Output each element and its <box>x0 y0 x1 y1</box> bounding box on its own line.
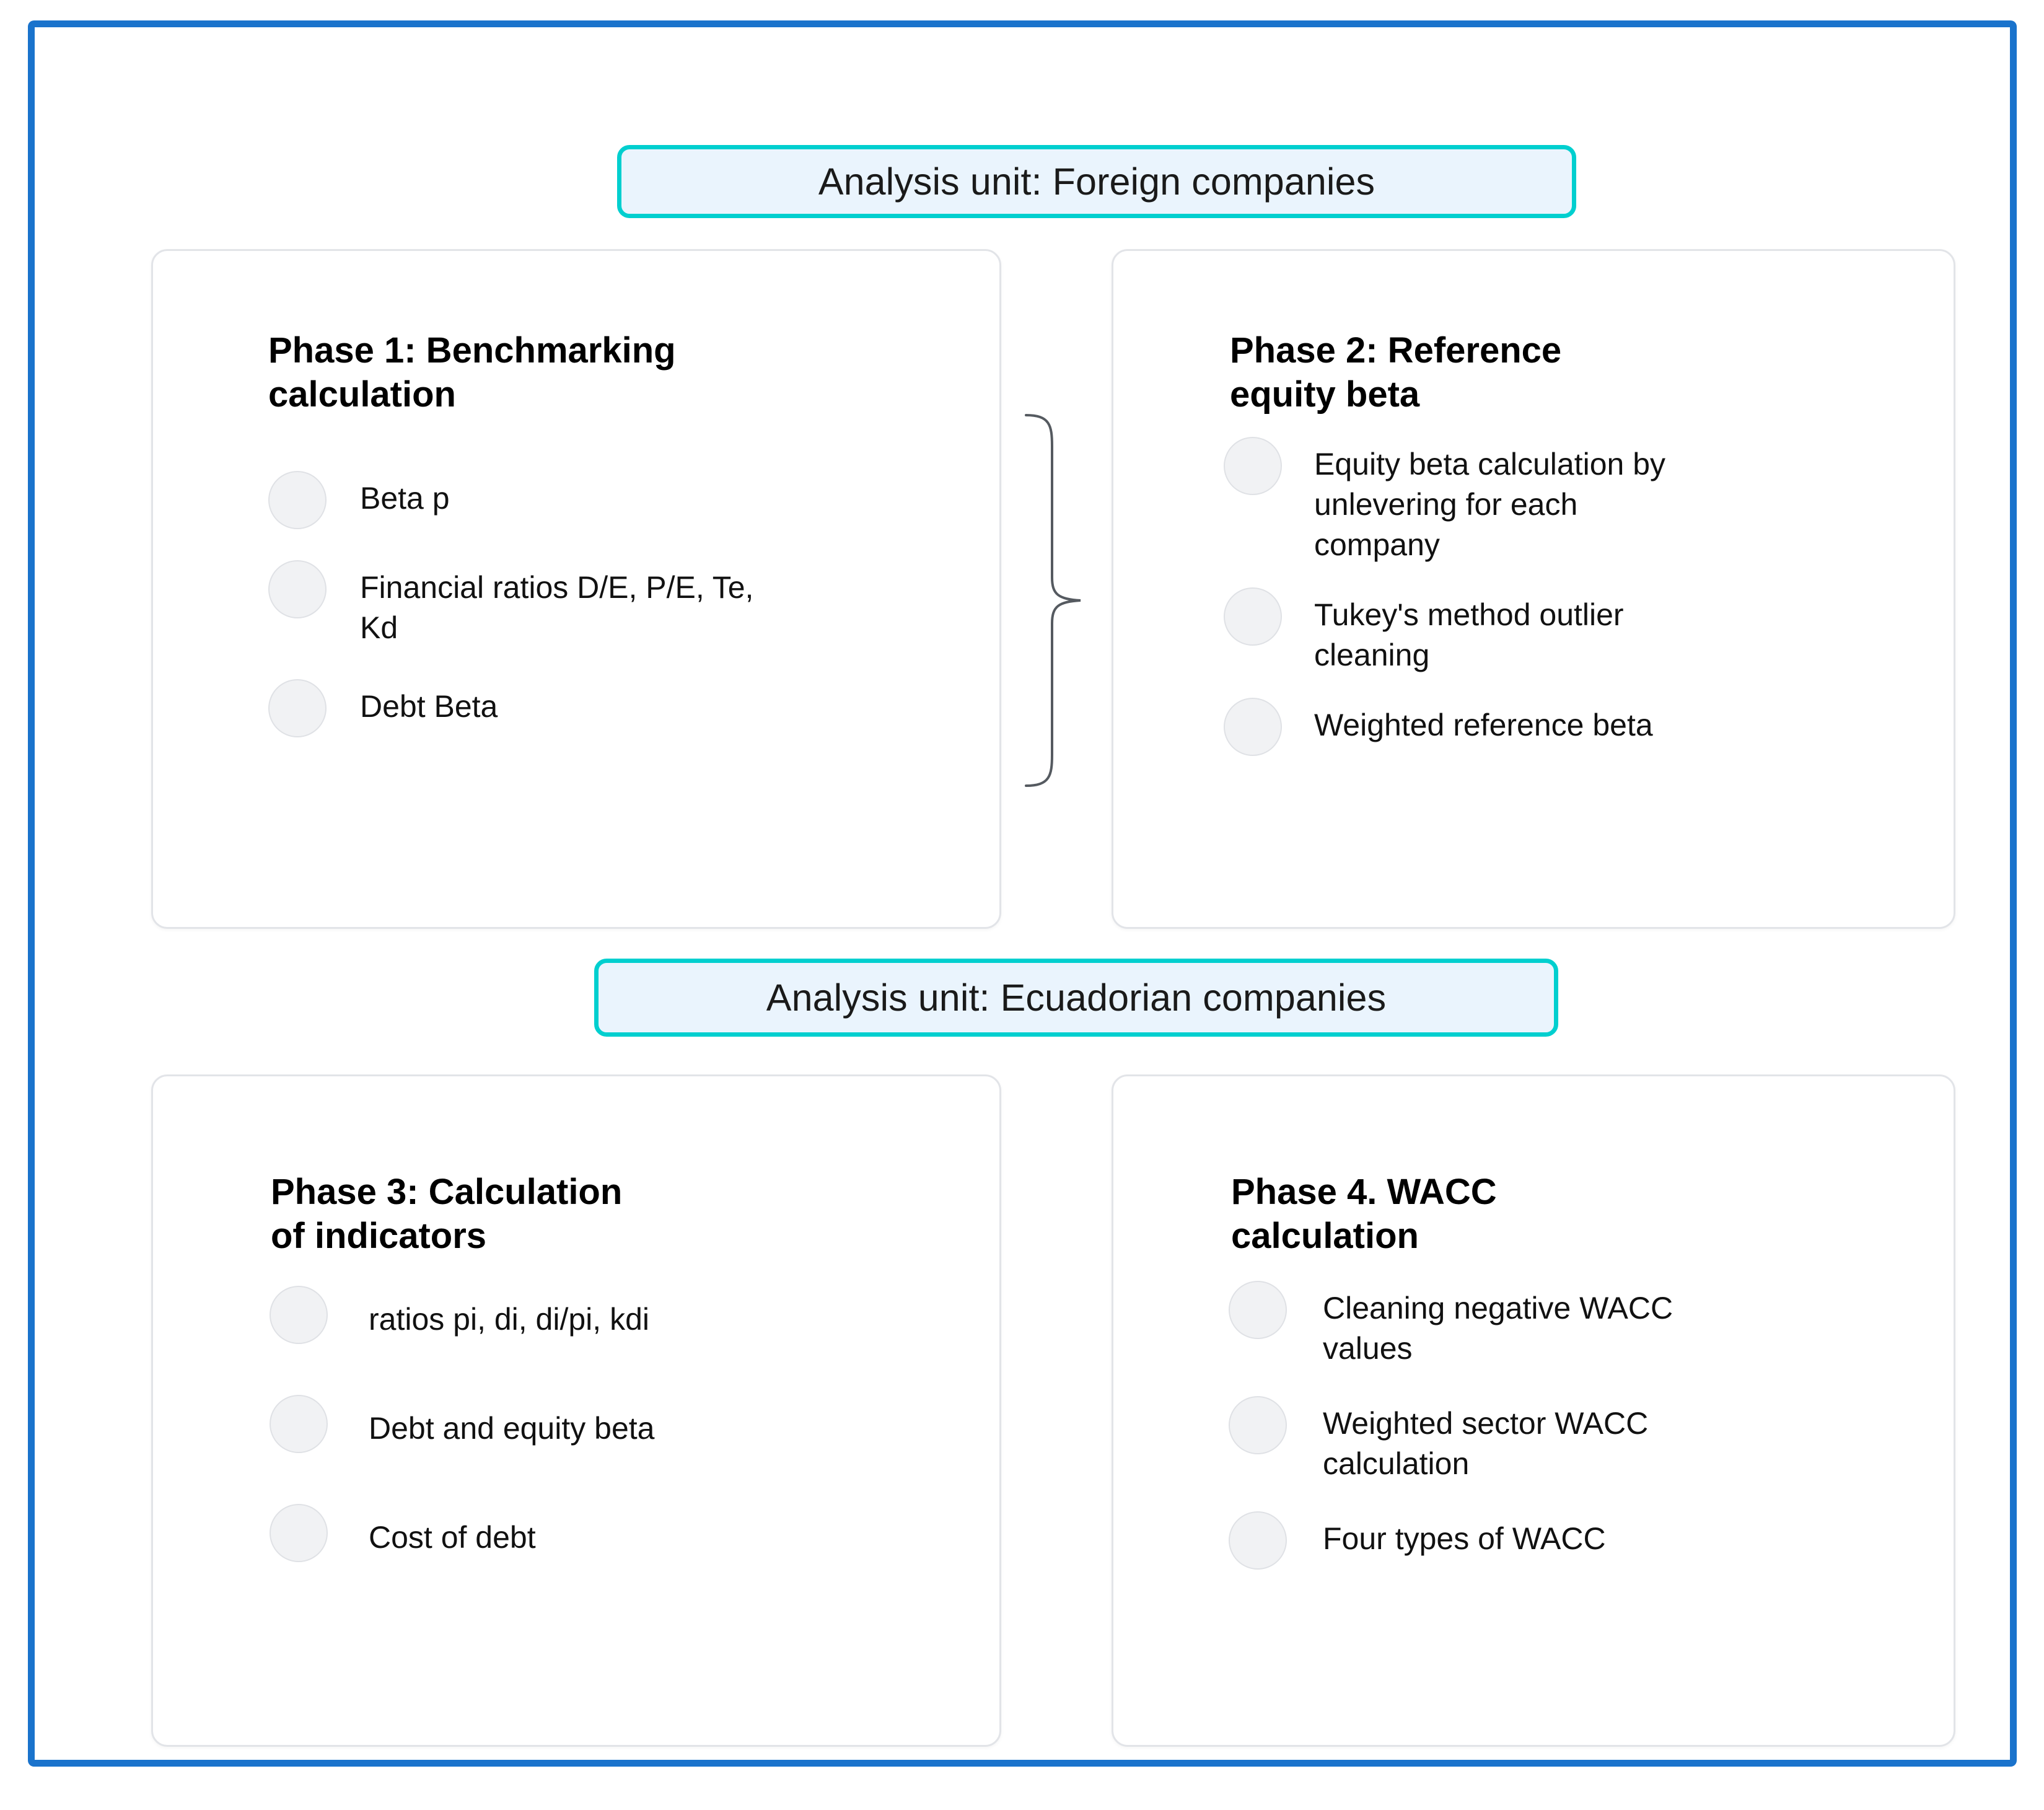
phase-card-phase4-title: Phase 4. WACC calculation <box>1231 1172 1497 1256</box>
list-item: Weighted reference beta <box>1224 698 1862 756</box>
phase-card-phase2-title: Phase 2: Reference equity beta <box>1230 330 1562 415</box>
list-item: Financial ratios D/E, P/E, Te, Kd <box>268 560 931 648</box>
list-item: Weighted sector WACC calculation <box>1229 1396 1867 1484</box>
list-item: ratios pi, di, di/pi, kdi <box>270 1286 932 1344</box>
bullet-circle-icon <box>1229 1511 1287 1570</box>
bullet-circle-icon <box>270 1395 328 1453</box>
list-item: Cleaning negative WACC values <box>1229 1281 1867 1369</box>
phase-card-phase2-item-list: Equity beta calculation by unlevering fo… <box>1224 437 1862 778</box>
list-item-label: Debt Beta <box>360 689 498 724</box>
phase-card-phase3-item-list: ratios pi, di, di/pi, kdi Debt and equit… <box>270 1286 932 1613</box>
list-item: Cost of debt <box>270 1504 932 1562</box>
bullet-circle-icon <box>1224 698 1282 756</box>
phase-card-phase2: Phase 2: Reference equity beta Equity be… <box>1112 249 1955 929</box>
list-item: Tukey's method outlier cleaning <box>1224 587 1862 675</box>
phase-card-phase1-title: Phase 1: Benchmarking calculation <box>268 330 676 415</box>
bullet-circle-icon <box>1224 587 1282 646</box>
phase-card-phase4: Phase 4. WACC calculation Cleaning negat… <box>1112 1074 1955 1747</box>
list-item-label: Four types of WACC <box>1323 1521 1606 1556</box>
bullet-circle-icon <box>268 679 327 737</box>
list-item-label: Weighted reference beta <box>1314 708 1653 742</box>
list-item-label: Cleaning negative WACC values <box>1323 1291 1673 1366</box>
list-item-label: Weighted sector WACC calculation <box>1323 1406 1649 1481</box>
list-item-label: Debt and equity beta <box>369 1411 655 1446</box>
list-item-label: Financial ratios D/E, P/E, Te, Kd <box>360 570 754 645</box>
list-item-label: ratios pi, di, di/pi, kdi <box>369 1302 649 1337</box>
bullet-circle-icon <box>270 1504 328 1562</box>
list-item: Beta p <box>268 471 931 529</box>
phase-card-phase3-title: Phase 3: Calculation of indicators <box>271 1172 623 1256</box>
list-item: Debt and equity beta <box>270 1395 932 1453</box>
bullet-circle-icon <box>1224 437 1282 495</box>
bullet-circle-icon <box>268 560 327 618</box>
section-banner-ecuadorian-companies-label: Analysis unit: Ecuadorian companies <box>766 977 1387 1019</box>
bullet-circle-icon <box>268 471 327 529</box>
bullet-circle-icon <box>1229 1396 1287 1454</box>
bullet-circle-icon <box>270 1286 328 1344</box>
phase-card-phase1: Phase 1: Benchmarking calculation Beta p… <box>151 249 1001 929</box>
section-banner-foreign-companies-label: Analysis unit: Foreign companies <box>818 160 1375 203</box>
section-banner-foreign-companies: Analysis unit: Foreign companies <box>617 145 1576 218</box>
phase-card-phase3: Phase 3: Calculation of indicators ratio… <box>151 1074 1001 1747</box>
curly-brace-connector-icon <box>1014 411 1100 789</box>
phase-card-phase4-item-list: Cleaning negative WACC values Weighted s… <box>1229 1281 1867 1597</box>
list-item: Equity beta calculation by unlevering fo… <box>1224 437 1862 565</box>
section-banner-ecuadorian-companies: Analysis unit: Ecuadorian companies <box>594 959 1558 1037</box>
list-item: Four types of WACC <box>1229 1511 1867 1570</box>
list-item-label: Cost of debt <box>369 1520 536 1555</box>
list-item-label: Beta p <box>360 481 450 516</box>
list-item-label: Equity beta calculation by unlevering fo… <box>1314 447 1666 562</box>
list-item-label: Tukey's method outlier cleaning <box>1314 597 1624 672</box>
outer-frame: Analysis unit: Foreign companies Phase 1… <box>28 20 2017 1767</box>
phase-card-phase1-item-list: Beta p Financial ratios D/E, P/E, Te, Kd… <box>268 471 931 768</box>
bullet-circle-icon <box>1229 1281 1287 1339</box>
list-item: Debt Beta <box>268 679 931 737</box>
